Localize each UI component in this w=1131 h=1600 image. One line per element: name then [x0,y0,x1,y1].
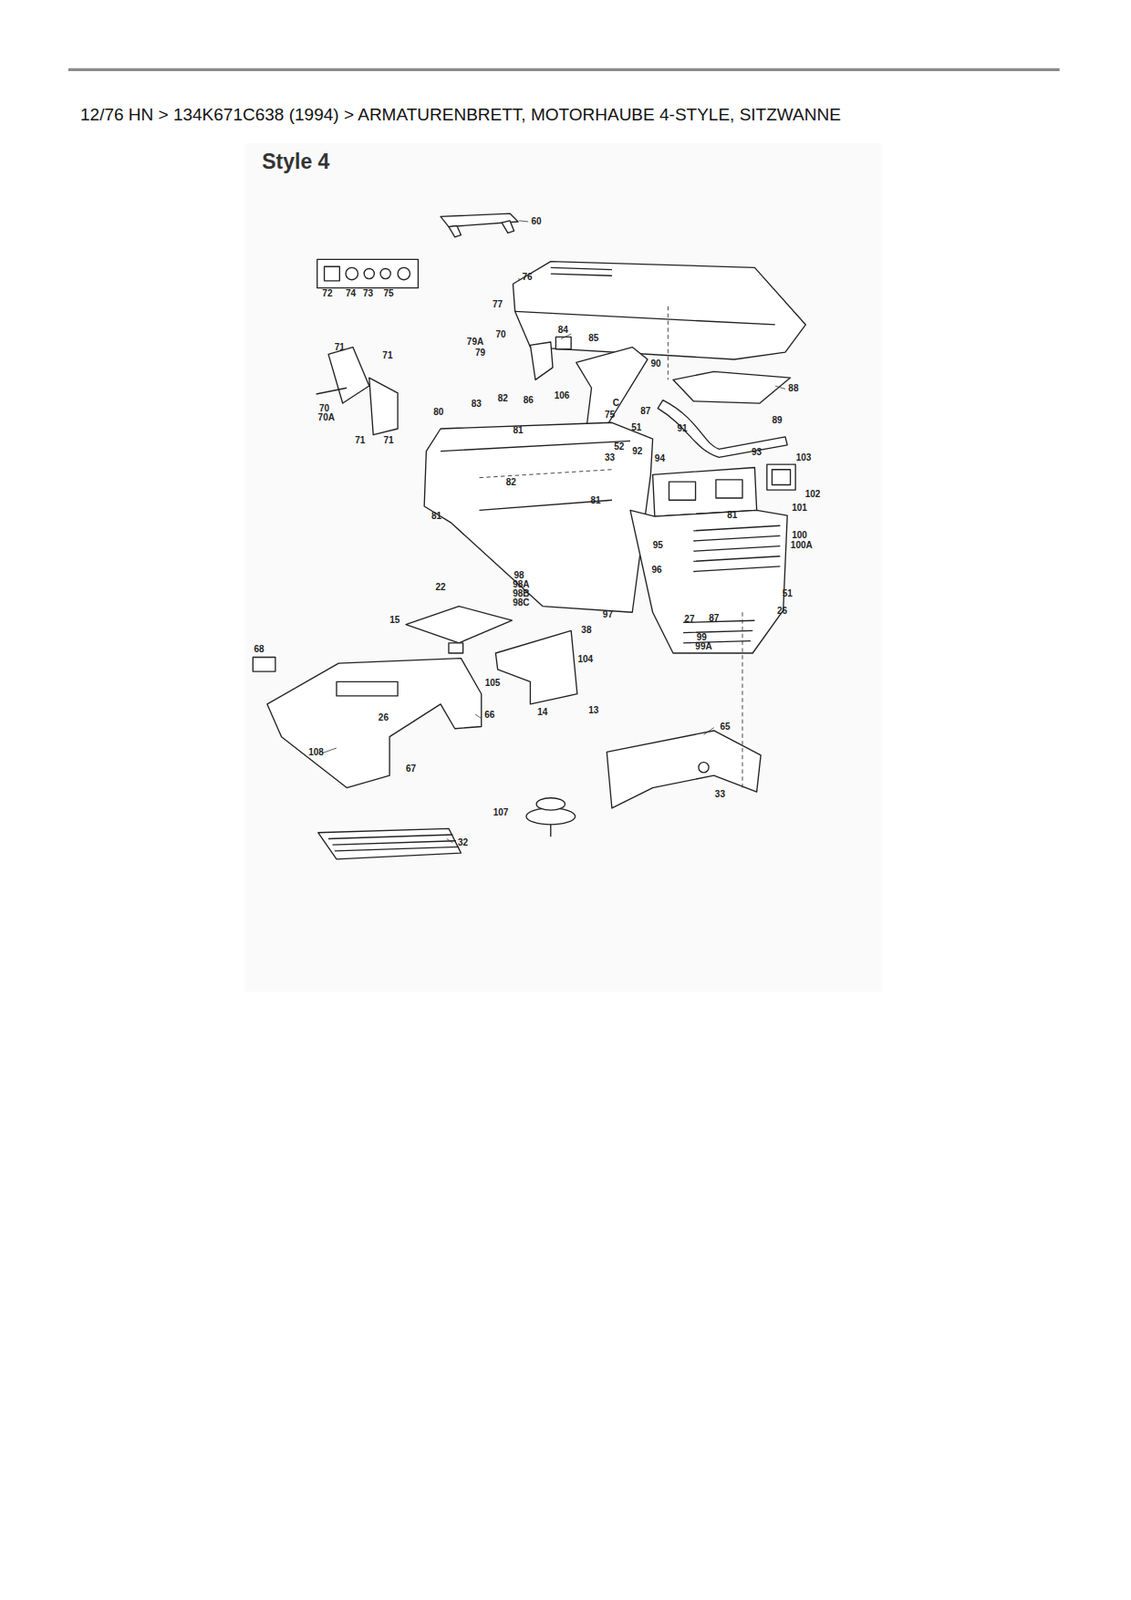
callout-number: 105 [484,678,502,688]
callout-number: C [612,398,621,408]
callout-number: 26 [776,606,789,616]
callout-number: 94 [653,454,666,464]
callout-number: 100A [789,540,814,550]
callout-number: 96 [651,565,664,575]
callout-number: 73 [362,289,374,299]
page-title: 12/76 HN > 134K671C638 (1994) > ARMATURE… [80,104,841,125]
callout-number: 99 [695,632,708,643]
callout-number: 103 [795,453,813,463]
callout-number: 82 [505,477,518,488]
callout-number: 83 [470,399,483,409]
callout-number: 81 [511,425,524,436]
callout-number: 75 [382,289,395,299]
callout-number: 67 [404,764,417,774]
callout-number: 33 [603,453,616,463]
callout-number: 51 [781,589,794,599]
callout-number: 98B [511,589,530,599]
callout-number: 26 [377,713,390,723]
callout-number: 70 [494,330,507,340]
callout-number: 99A [694,642,713,652]
callout-number: 106 [553,391,571,401]
callout-number: 81 [726,510,738,520]
callout-number: 100 [790,530,809,540]
callout-number: 92 [631,446,644,457]
callout-number: 84 [557,325,570,335]
callout-number: 98A [511,580,530,590]
callout-number: 15 [388,615,401,625]
callout-number: 74 [344,289,357,299]
callout-number: 88 [787,383,799,394]
callout-number: 70 [318,404,331,414]
callout-number: 104 [576,654,594,665]
callout-number: 22 [434,582,447,592]
callout-number: 38 [580,625,592,635]
callout-number: 95 [652,540,665,550]
callout-number: 79A [466,337,485,347]
callout-number: 108 [307,747,325,758]
callout-number: 85 [587,333,600,343]
callout-number: 107 [492,808,510,818]
callout-number: 14 [536,707,549,717]
callout-number: 70A [317,413,336,423]
callout-number: 101 [790,503,809,513]
callout-number: 97 [601,610,614,620]
callout-number: 71 [382,435,395,446]
callout-number: 68 [252,644,265,654]
callout-number: 89 [770,415,783,426]
callout-number: 80 [432,407,445,417]
callout-number: 76 [521,272,534,282]
callout-number: 81 [589,496,602,506]
callout-number: 65 [718,722,731,732]
callout-number: 13 [587,705,600,716]
callout-number: 27 [683,614,696,624]
callout-number: 93 [750,447,763,457]
callout-number: 90 [649,359,662,369]
callout-number: 52 [612,442,625,452]
callout-number: 77 [491,300,504,310]
callout-number: 79 [474,348,487,358]
callout-number: 87 [639,406,652,416]
callout-number: 81 [430,511,443,521]
callout-number: 66 [483,710,496,720]
callout-number: 32 [456,838,469,848]
callout-number: 72 [321,289,333,299]
callout-number: 82 [497,394,509,404]
callout-number: 51 [630,423,643,433]
callout-number: 87 [707,613,720,623]
style-heading: Style 4 [260,150,331,172]
callout-number: 91 [675,424,688,434]
callout-number: 71 [353,435,366,446]
callout-number: 75 [603,410,616,420]
callout-number: 102 [804,489,822,499]
callout-number: 98C [511,598,530,608]
callout-number: 98 [513,570,526,581]
callout-number: 33 [714,789,727,799]
callout-number: 86 [522,395,535,405]
callout-number: 60 [530,217,543,227]
callout-number: 71 [381,351,394,361]
callout-number: 71 [333,342,346,353]
